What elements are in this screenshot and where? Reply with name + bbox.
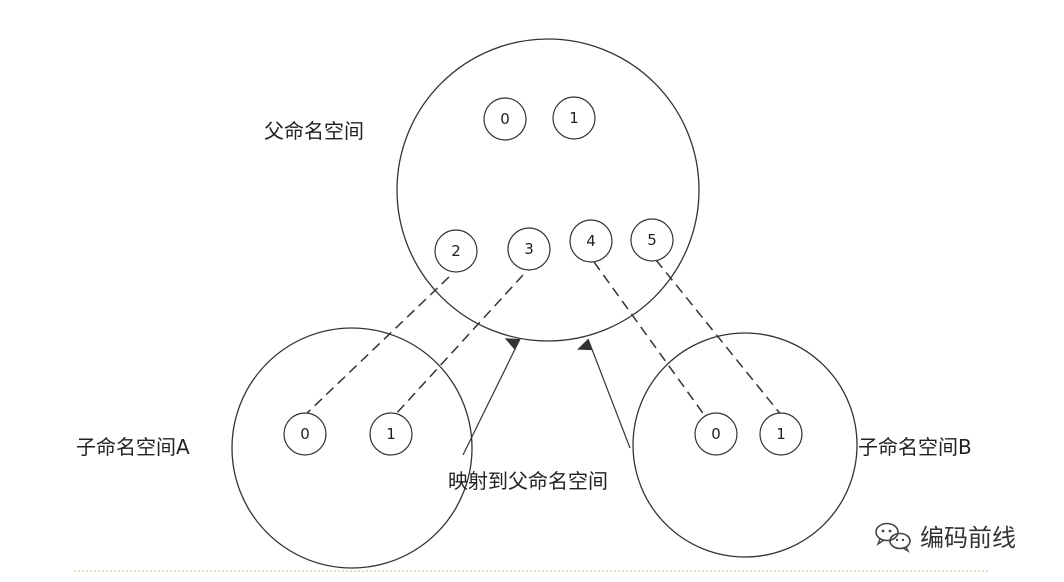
svg-text:1: 1 [386, 425, 396, 443]
watermark-text: 编码前线 [920, 524, 1016, 552]
svg-text:0: 0 [711, 425, 721, 443]
mapping-label: 映射到父命名空间 [448, 469, 608, 493]
child-a-node-0: 0 [283, 412, 327, 456]
svg-text:4: 4 [586, 232, 596, 250]
wechat-icon [875, 522, 911, 553]
child-b-node-1: 1 [759, 412, 803, 456]
svg-text:2: 2 [451, 242, 461, 260]
parent-node-4: 4 [569, 219, 613, 263]
parent-namespace-label: 父命名空间 [264, 119, 364, 143]
mapping-line-b1-to-5 [655, 259, 783, 417]
parent-namespace-circle [396, 38, 700, 342]
child-namespace-a-circle [231, 327, 473, 569]
svg-text:0: 0 [300, 425, 310, 443]
svg-text:3: 3 [524, 240, 534, 258]
svg-text:1: 1 [569, 109, 579, 127]
child-namespace-a-label: 子命名空间A [76, 435, 190, 459]
svg-text:0: 0 [500, 110, 510, 128]
child-namespace-b-circle [632, 332, 858, 558]
parent-node-2: 2 [434, 229, 478, 273]
parent-node-0: 0 [483, 97, 527, 141]
arrow-child-a-to-parent [462, 338, 521, 456]
parent-node-3: 3 [507, 227, 551, 271]
watermark: 编码前线 [875, 522, 1016, 553]
svg-text:5: 5 [647, 231, 657, 249]
child-b-node-0: 0 [694, 412, 738, 456]
arrow-child-b-to-parent [577, 338, 631, 449]
svg-text:1: 1 [776, 425, 786, 443]
mapping-line-a0-to-2 [304, 276, 450, 416]
parent-node-5: 5 [630, 218, 674, 262]
parent-node-1: 1 [552, 96, 596, 140]
child-namespace-b-label: 子命名空间B [858, 435, 972, 459]
child-a-node-1: 1 [369, 412, 413, 456]
